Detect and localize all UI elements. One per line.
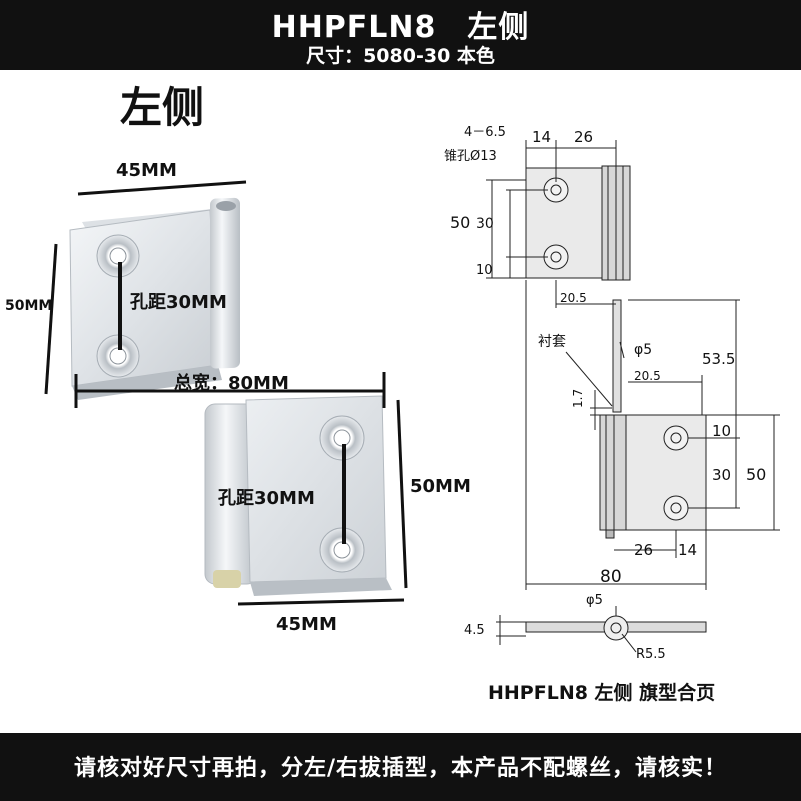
top-width-label: 45MM [116,160,177,181]
dim-14-top: 14 [532,128,551,146]
dim-20-5-mid: 20.5 [634,369,661,383]
right-height-label: 50MM [410,476,471,497]
dim-4-5: 4.5 [464,623,485,638]
left-height-label: 50MM [5,298,53,314]
lower-leaf [204,395,392,596]
dim-10-left: 10 [476,263,493,278]
dim-26-top: 26 [574,128,593,146]
dim-10-right: 10 [712,422,731,440]
bushing-label: 衬套 [538,334,566,350]
bottom-banner: 请核对好尺寸再拍，分左/右拔插型，本产品不配螺丝，请核实！ [0,733,801,801]
dim-53-5: 53.5 [702,350,735,368]
dim-14-bottom: 14 [678,541,697,559]
drawing-caption: HHPFLN8 左侧 旗型合页 [488,682,716,704]
bottom-width-label: 45MM [276,614,337,635]
total-width-label: 总宽：80MM [174,373,289,394]
dim-50-left: 50 [450,213,470,232]
product-title: HHPFLN8 左侧 [271,10,530,45]
top-banner: HHPFLN8 左侧 尺寸：5080-30 本色 [0,0,801,70]
hole-spacing-bottom-label: 孔距30MM [218,488,315,509]
section-pin-diameter: φ5 [586,593,603,608]
pin-diameter-label: φ5 [634,342,652,358]
hole-spacing-top-label: 孔距30MM [130,292,227,313]
side-label: 左侧 [120,83,205,132]
product-size: 尺寸：5080-30 本色 [306,45,495,67]
technical-drawing: 4－6.5 锥孔Ø13 14 26 50 30 10 20.5 衬套 φ5 53… [444,125,780,662]
countersink-label: 锥孔Ø13 [444,149,497,164]
dim-30-right: 30 [712,466,731,484]
dim-50-right: 50 [746,465,766,484]
radius-label: R5.5 [636,647,666,662]
notice-text: 请核对好尺寸再拍，分左/右拔插型，本产品不配螺丝，请核实！ [73,756,728,781]
dim-80: 80 [600,567,622,587]
dim-26-bottom: 26 [634,541,653,559]
dim-1-7: 1.7 [571,389,585,408]
dim-20-5-top: 20.5 [560,291,587,305]
dim-30-left: 30 [476,216,494,232]
hinge-photo [44,180,408,606]
holes-label: 4－6.5 [464,125,506,140]
